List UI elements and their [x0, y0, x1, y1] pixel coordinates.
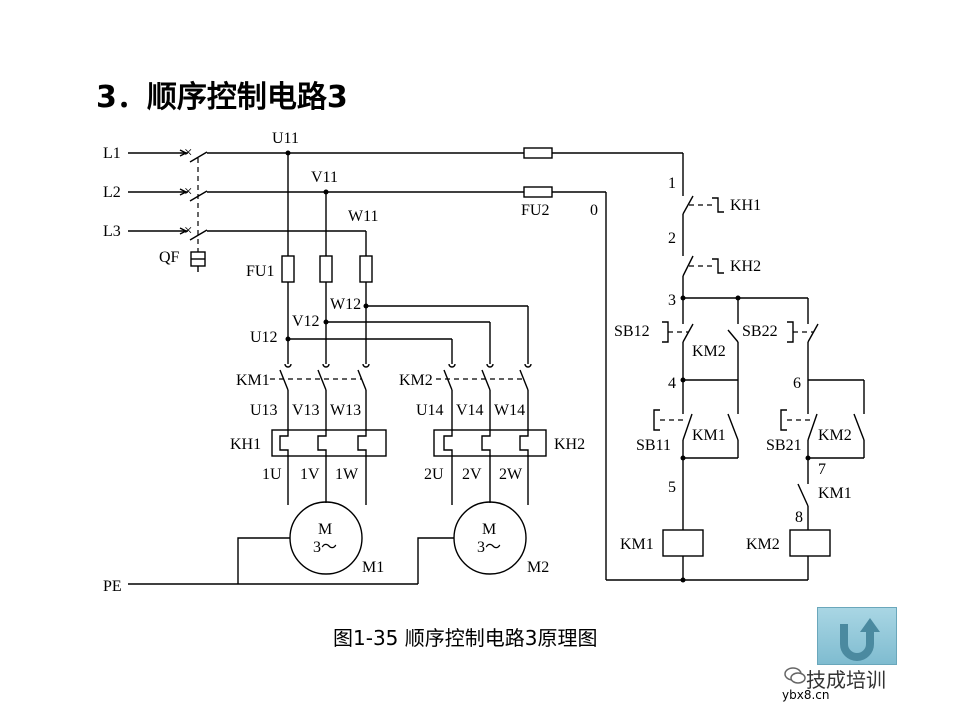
circuit-label: 2 — [668, 230, 676, 247]
circuit-label: L2 — [103, 184, 121, 201]
page-title: 3．顺序控制电路3 — [96, 80, 348, 115]
circuit-label: KH1 — [730, 197, 761, 214]
circuit-label: KM1 — [818, 485, 852, 502]
circuit-label: × — [184, 223, 192, 239]
circuit-label: SB22 — [742, 323, 778, 340]
kh2-thermal-relay — [433, 429, 547, 457]
watermark-brand: 技成培训 — [806, 668, 886, 692]
circuit-label: KH1 — [230, 436, 261, 453]
circuit-label: V12 — [292, 313, 320, 330]
circuit-label: FU1 — [246, 263, 274, 280]
circuit-label: W14 — [494, 402, 525, 419]
circuit-label: SB11 — [636, 437, 671, 454]
watermark-site: ybx8.cn — [782, 688, 830, 702]
circuit-label: KM1 — [620, 536, 654, 553]
back-button[interactable] — [817, 607, 897, 665]
km1-main-contacts — [270, 363, 370, 391]
motor-m1 — [289, 501, 363, 575]
circuit-label: KM1 — [692, 427, 726, 444]
circuit-label: 1 — [668, 175, 676, 192]
circuit-label: L3 — [103, 223, 121, 240]
circuit-label: M — [318, 521, 332, 538]
circuit-label: M — [482, 521, 496, 538]
circuit-label: 3～ — [477, 539, 501, 556]
km2-coil — [789, 529, 831, 557]
circuit-label: 5 — [668, 479, 676, 496]
circuit-label: U14 — [416, 402, 444, 419]
circuit-label: 2V — [462, 466, 482, 483]
km1-coil — [662, 529, 704, 557]
circuit-label: U12 — [250, 329, 278, 346]
km2-main-contacts — [436, 363, 532, 391]
figure-caption: 图1-35 顺序控制电路3原理图 — [333, 626, 598, 650]
fu2-fuse-upper — [523, 147, 553, 159]
circuit-label: KM2 — [818, 427, 852, 444]
circuit-label: 2U — [424, 466, 444, 483]
incoming-lines: × × × — [128, 145, 208, 272]
fu1-fuse-u — [281, 255, 295, 283]
circuit-label: W12 — [330, 296, 361, 313]
circuit-label: W13 — [330, 402, 361, 419]
circuit-label: × — [184, 145, 192, 161]
fu1-fuse-v — [319, 255, 333, 283]
circuit-label: 3 — [668, 292, 676, 309]
circuit-label: 7 — [818, 461, 826, 478]
kh1-thermal-relay — [271, 429, 387, 457]
circuit-label: V13 — [292, 402, 320, 419]
circuit-label: SB21 — [766, 437, 802, 454]
circuit-label: 0 — [590, 202, 598, 219]
fu2-fuse-lower — [523, 186, 553, 198]
circuit-label: KH2 — [730, 258, 761, 275]
u-turn-arrow-icon — [840, 618, 880, 661]
circuit-label: PE — [103, 578, 122, 595]
circuit-label: KH2 — [554, 436, 585, 453]
circuit-label: 1U — [262, 466, 282, 483]
motor-m2 — [453, 501, 527, 575]
circuit-label: 6 — [793, 375, 801, 392]
circuit-label: 1V — [300, 466, 320, 483]
circuit-label: U13 — [250, 402, 278, 419]
circuit-label: U11 — [272, 130, 299, 147]
circuit-label: L1 — [103, 145, 121, 162]
circuit-label: 8 — [795, 509, 803, 526]
circuit-label: KM2 — [399, 372, 433, 389]
circuit-label: FU2 — [521, 202, 549, 219]
wechat-icon — [784, 667, 806, 684]
circuit-label: W11 — [348, 208, 379, 225]
circuit-label: × — [184, 184, 192, 200]
circuit-label: KM1 — [236, 372, 270, 389]
fu1-fuse-w — [359, 255, 373, 283]
circuit-label: 2W — [499, 466, 523, 483]
circuit-label: 1W — [335, 466, 359, 483]
circuit-label: SB12 — [614, 323, 650, 340]
circuit-label: 4 — [668, 375, 676, 392]
circuit-label: V14 — [456, 402, 484, 419]
circuit-label: V11 — [311, 169, 338, 186]
circuit-label: M2 — [527, 559, 549, 576]
circuit-label: M1 — [362, 559, 384, 576]
circuit-label: 3～ — [313, 539, 337, 556]
circuit-label: KM2 — [746, 536, 780, 553]
circuit-label: KM2 — [692, 343, 726, 360]
circuit-label: QF — [159, 249, 180, 266]
